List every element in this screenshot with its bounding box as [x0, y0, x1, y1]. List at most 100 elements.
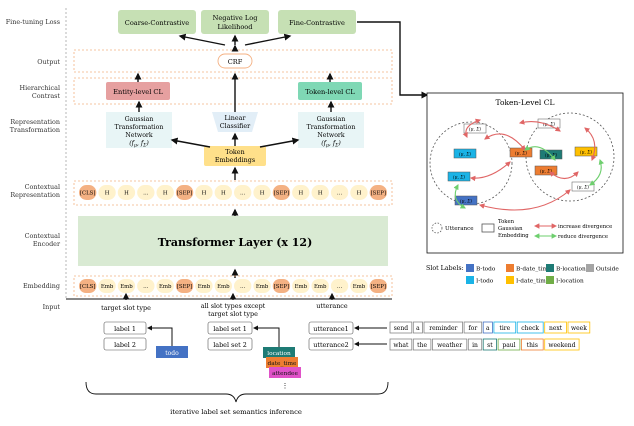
- emb-token-label-15: [SEP]: [371, 284, 386, 290]
- ctx-token-label-3: …: [143, 191, 148, 197]
- coarse-contrastive-label: Coarse-Contrastive: [125, 19, 189, 27]
- ctx-token-label-14: H: [357, 191, 362, 197]
- token-emb-l1: Token: [225, 148, 244, 156]
- emb-token-12: [311, 279, 329, 293]
- date-time-tag: [266, 357, 298, 368]
- ctx-token-label-1: H: [105, 191, 110, 197]
- slot-swatch-5: [506, 276, 514, 284]
- ctx-token-7: [214, 185, 232, 200]
- emb-token-label-4: Emb: [159, 284, 172, 290]
- node-h-label: (μ, Σ): [540, 170, 552, 175]
- linear-label-1: Linear: [224, 114, 246, 122]
- ctx-token-label-15: [SEP]: [371, 191, 386, 197]
- node-b-label: (μ, Σ): [459, 153, 471, 158]
- row-label-rep1: Representation: [10, 118, 60, 126]
- utt1-words-word-4: [482, 321, 493, 334]
- gauss-left-l4: (fμ, fΣ): [129, 140, 149, 149]
- emb-token-1: [98, 279, 116, 293]
- label-set-2-text: label set 2: [213, 341, 247, 349]
- fine-contrastive-box: [278, 10, 356, 34]
- linear-label-2: Classifier: [220, 122, 251, 130]
- ctx-token-8: [234, 185, 252, 200]
- utt1-words-word-2: [423, 321, 463, 334]
- legend-reduce: reduce divergence: [558, 234, 608, 240]
- emb-token-13: [330, 279, 349, 293]
- ctx-token-label-5: [SEP]: [177, 191, 192, 197]
- crf-box: [217, 53, 253, 69]
- utt2-words-word-7: [544, 338, 580, 351]
- emb-token-7: [214, 279, 232, 293]
- ctx-token-label-6: H: [202, 191, 207, 197]
- input-col-utt: utterance: [316, 302, 348, 310]
- utt1-words-word-label-5: tire: [499, 325, 510, 332]
- row-label-ctxrep1: Contextual: [25, 183, 60, 191]
- attendee-tag: [269, 367, 301, 378]
- location-tag-text: location: [267, 351, 291, 357]
- utt1-words-word-3: [463, 321, 483, 334]
- node-a-label: (μ, Σ): [469, 128, 481, 133]
- transformer-label: Transformer Layer (x 12): [158, 236, 313, 249]
- row-label-hier1: Hierarchical: [20, 84, 61, 92]
- emb-token-label-2: Emb: [120, 284, 133, 290]
- ctx-token-3: [137, 185, 155, 200]
- utterance-2-text: utterance2: [313, 341, 348, 349]
- node-j: [571, 181, 595, 192]
- gauss-left-box: [106, 112, 172, 148]
- output-row: [73, 49, 393, 73]
- utt2-words-word-1: [412, 338, 432, 351]
- row-label-input: Input: [43, 303, 61, 311]
- slot-label-1: B-date_time: [516, 267, 552, 273]
- row-label-loss: Fine-tuning Loss: [6, 18, 60, 26]
- utt1-words-word-label-7: next: [549, 325, 563, 332]
- utt2-words-word-label-6: this: [527, 342, 538, 349]
- ctx-token-10: [272, 185, 291, 200]
- slot-label-6: I-location: [556, 279, 584, 285]
- label-2-box: [103, 337, 147, 351]
- row-label-embedding: Embedding: [23, 282, 60, 290]
- attendee-tag-text: attendee: [272, 371, 298, 377]
- panel-title: Token-Level CL: [496, 98, 555, 107]
- ctx-token-12: [311, 185, 329, 200]
- utt1-words-word-8: [567, 321, 591, 334]
- emb-token-11: [292, 279, 310, 293]
- utt1-words-word-label-4: a: [486, 325, 490, 332]
- utt1-words-word-label-6: check: [521, 325, 539, 332]
- utt1-words-word-1: [412, 321, 423, 334]
- emb-token-label-10: [SEP]: [274, 284, 289, 290]
- utt1-words-word-7: [544, 321, 567, 334]
- utt2-words-word-0: [389, 338, 413, 351]
- ctx-token-label-8: …: [240, 191, 245, 197]
- utt2-words-word-label-7: weekend: [548, 342, 575, 349]
- node-d-label: (μ, Σ): [460, 200, 472, 205]
- nll-label-2: Likelihood: [217, 23, 253, 31]
- stack-more: ⋮: [282, 382, 289, 390]
- label-1-box: [103, 321, 147, 335]
- entity-cl-box: [106, 82, 170, 100]
- emb-token-0: [79, 279, 97, 293]
- emb-token-label-12: Emb: [314, 284, 327, 290]
- legend-tg-3: Embedding: [498, 233, 529, 239]
- emb-token-6: [195, 279, 213, 293]
- row-label-ctxrep2: Representation: [10, 191, 60, 199]
- label-1-text: label 1: [114, 325, 136, 333]
- slot-swatch-0: [466, 264, 474, 272]
- label-2-text: label 2: [114, 341, 136, 349]
- ctx-token-11: [292, 185, 310, 200]
- emb-token-label-8: …: [240, 284, 245, 290]
- emb-token-14: [350, 279, 368, 293]
- gauss-right-l4: (fμ, fΣ): [321, 140, 341, 149]
- legend-token-gauss-icon: [481, 223, 495, 233]
- ctx-token-1: [98, 185, 116, 200]
- legend-tg-1: Token: [498, 219, 515, 225]
- emb-token-4: [156, 279, 174, 293]
- slot-swatch-3: [586, 264, 594, 272]
- transformer-box: [78, 216, 388, 266]
- emb-token-8: [234, 279, 252, 293]
- utt2-words-word-5: [497, 338, 521, 351]
- bottom-brace: [85, 381, 389, 403]
- utterance-2-box: [308, 337, 354, 351]
